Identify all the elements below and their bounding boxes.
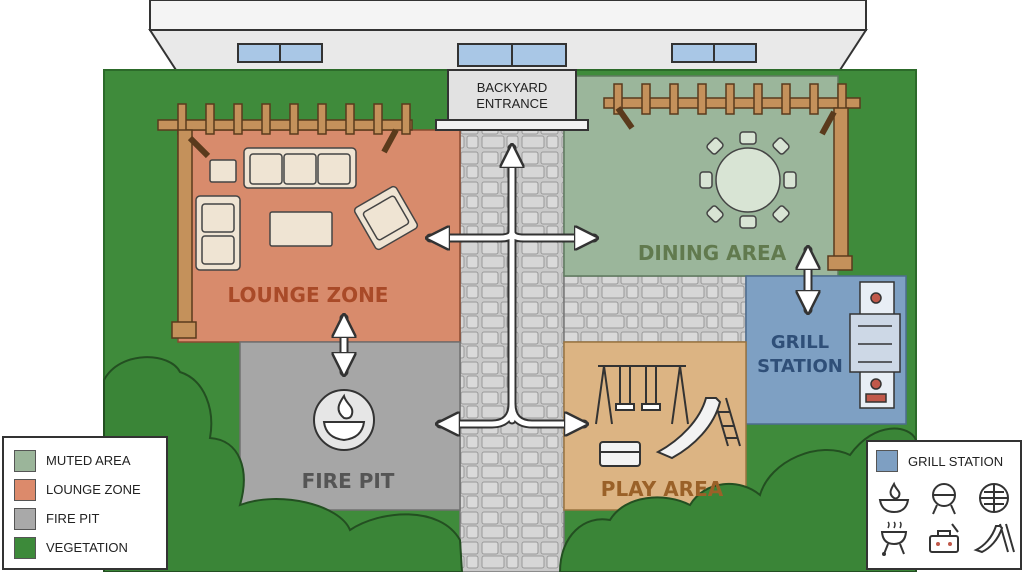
legend-label: VEGETATION bbox=[46, 540, 128, 555]
toolbox-icon bbox=[929, 523, 959, 553]
legend-item-fire-pit: FIRE PIT bbox=[14, 504, 156, 533]
grill-station-label-line1: GRILL bbox=[771, 332, 829, 353]
legend-label: MUTED AREA bbox=[46, 453, 131, 468]
slide-icon bbox=[973, 523, 1015, 554]
stone-patio bbox=[563, 275, 747, 343]
fire-pit-label: FIRE PIT bbox=[302, 469, 395, 493]
grill-station-equipment bbox=[849, 281, 901, 409]
zone-legend: MUTED AREA LOUNGE ZONE FIRE PIT VEGETATI… bbox=[2, 436, 168, 570]
legend-swatch bbox=[14, 536, 36, 559]
grill-station-legend: GRILL STATION bbox=[866, 440, 1022, 570]
play-equipment bbox=[595, 365, 741, 467]
lounge-furniture bbox=[195, 147, 419, 271]
grill-grate-icon bbox=[979, 483, 1009, 513]
bushes bbox=[103, 356, 917, 572]
grill-legend-title-row: GRILL STATION bbox=[876, 450, 1012, 472]
entrance-label-line2: ENTRANCE bbox=[476, 96, 548, 111]
backyard-entrance-sign: BACKYARD ENTRANCE bbox=[435, 69, 589, 131]
barbecue-grill-icon bbox=[880, 521, 908, 556]
lounge-zone-label: LOUNGE ZONE bbox=[228, 283, 389, 307]
dining-table-icon bbox=[699, 131, 797, 229]
lounge-pergola bbox=[157, 103, 413, 339]
grill-legend-title: GRILL STATION bbox=[908, 453, 1004, 469]
legend-swatch bbox=[14, 507, 36, 530]
fire-pit-icon bbox=[313, 389, 375, 451]
dining-pergola bbox=[603, 83, 861, 271]
house bbox=[148, 0, 868, 71]
play-area-label: PLAY AREA bbox=[601, 477, 724, 501]
flow-arrows bbox=[344, 148, 808, 424]
legend-item-muted-area: MUTED AREA bbox=[14, 446, 156, 475]
legend-label: FIRE PIT bbox=[46, 511, 100, 526]
legend-label: LOUNGE ZONE bbox=[46, 482, 141, 497]
legend-swatch bbox=[14, 478, 36, 501]
fire-bowl-icon bbox=[878, 481, 910, 514]
grill-station-label-line2: STATION bbox=[757, 356, 843, 377]
dining-area-label: DINING AREA bbox=[638, 241, 787, 265]
legend-swatch bbox=[876, 450, 898, 472]
legend-item-lounge-zone: LOUNGE ZONE bbox=[14, 475, 156, 504]
legend-swatch bbox=[14, 449, 36, 472]
kettle-grill-icon bbox=[932, 483, 956, 515]
grill-legend-icons bbox=[876, 480, 1015, 558]
entrance-label-line1: BACKYARD bbox=[477, 80, 548, 95]
legend-item-vegetation: VEGETATION bbox=[14, 533, 156, 562]
